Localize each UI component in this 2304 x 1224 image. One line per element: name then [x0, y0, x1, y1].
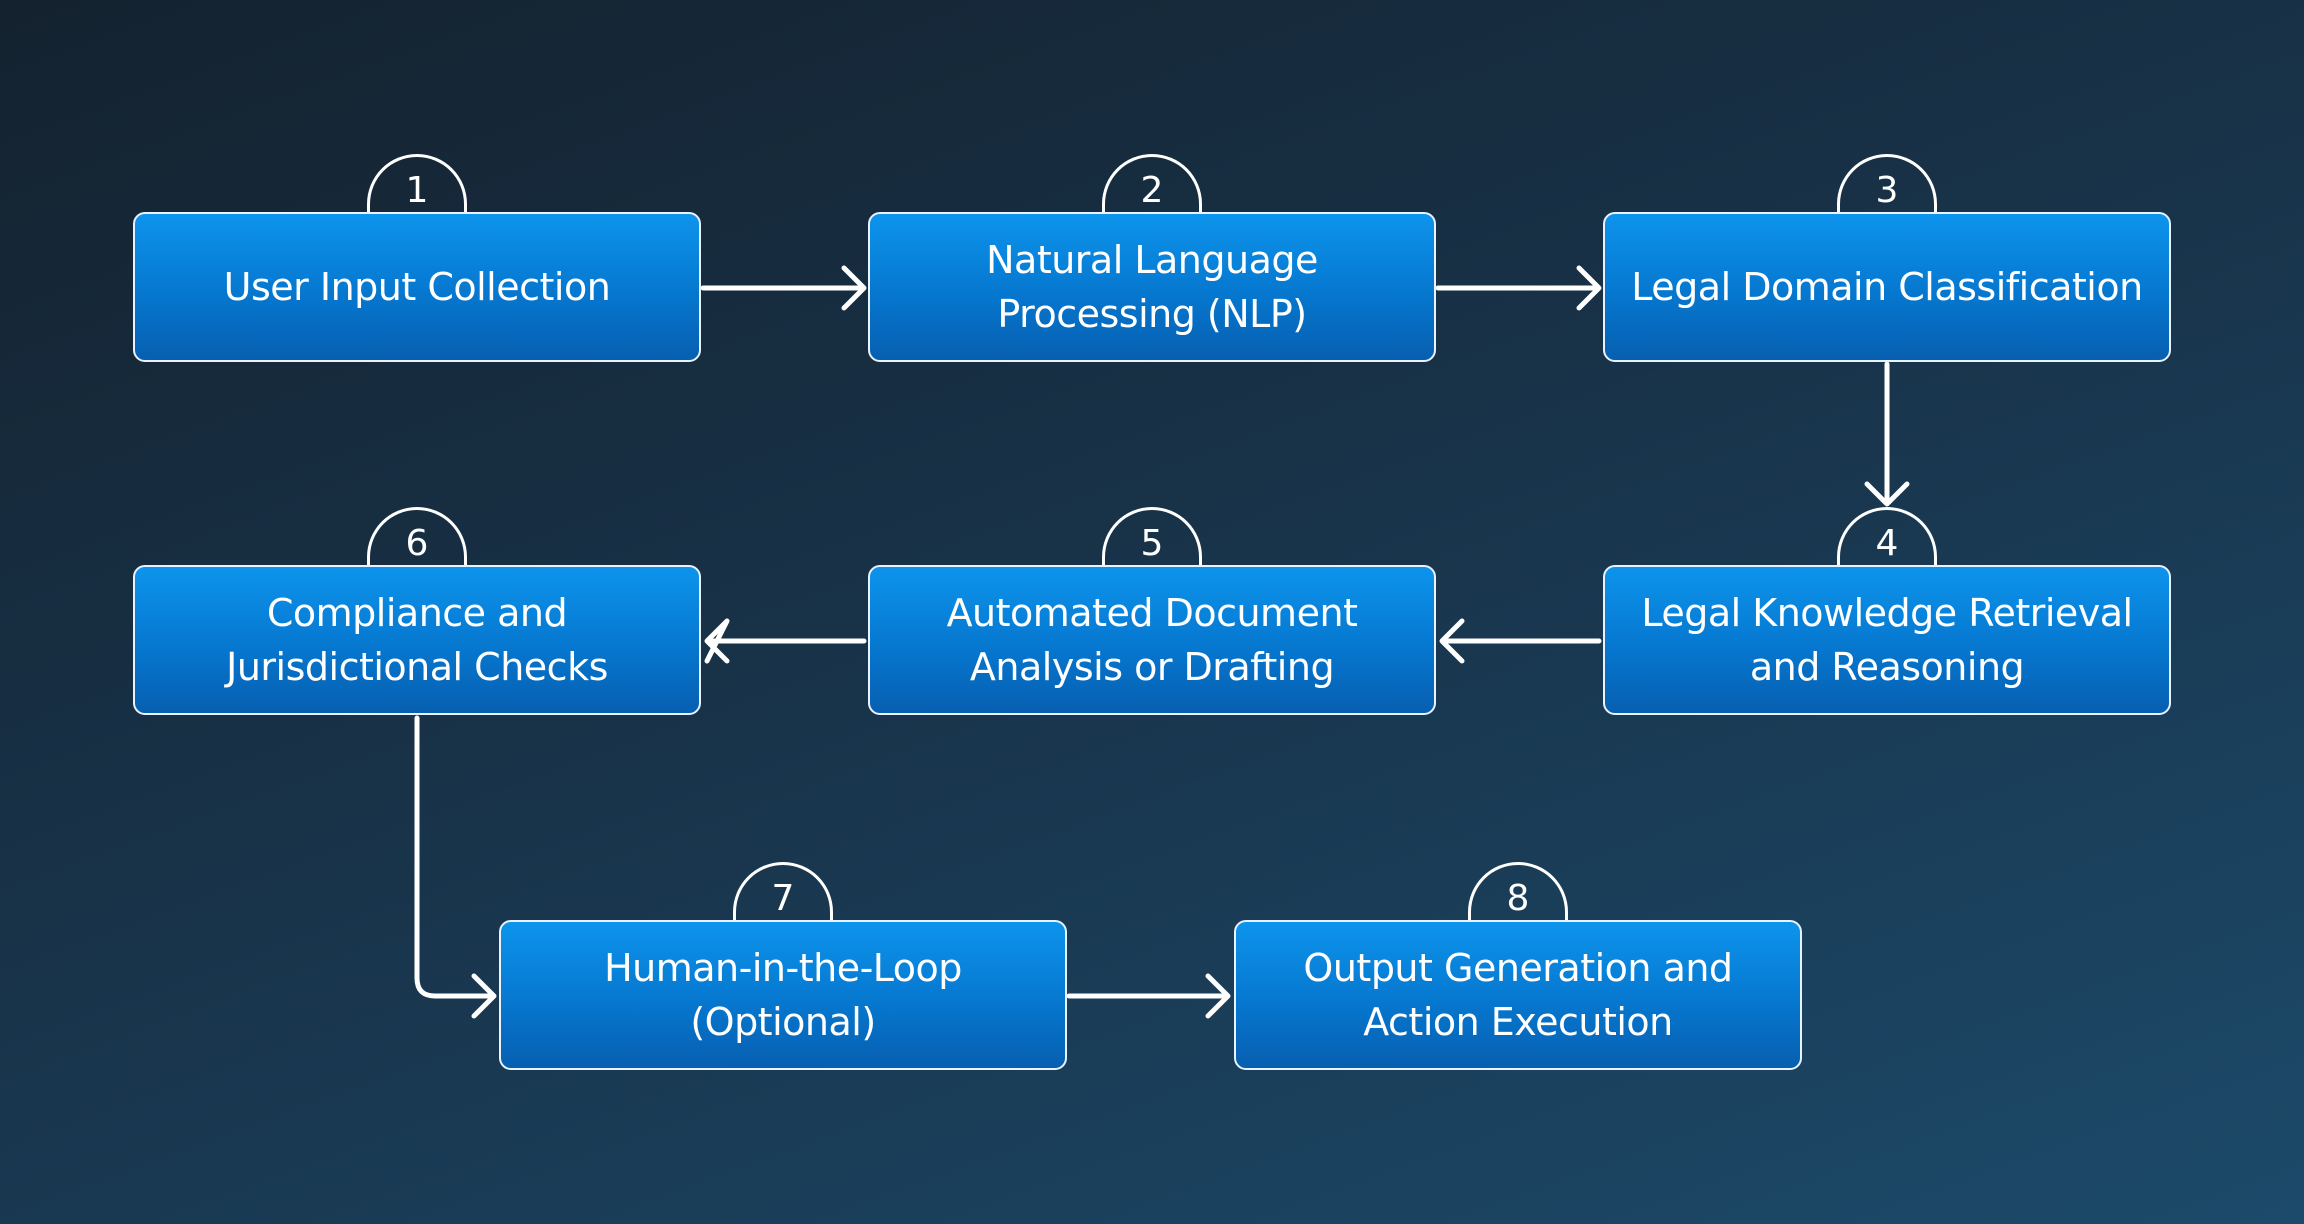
step-label: User Input Collection [223, 265, 611, 309]
step-automated-document-analysis: Automated Document Analysis or Drafting [868, 565, 1436, 715]
step-label: Automated Document Analysis or Drafting [946, 591, 1358, 689]
step-label: Legal Domain Classification [1631, 265, 2143, 309]
step-natural-language-processing: Natural Language Processing (NLP) [868, 212, 1436, 362]
step-compliance-checks: Compliance and Jurisdictional Checks [133, 565, 701, 715]
step-legal-knowledge-retrieval: Legal Knowledge Retrieval and Reasoning [1603, 565, 2171, 715]
connector-5-6 [704, 618, 867, 664]
step-user-input-collection: User Input Collection [133, 212, 701, 362]
step-label: Natural Language Processing (NLP) [986, 238, 1318, 336]
connector-2-3 [1435, 265, 1602, 311]
step-label: Legal Knowledge Retrieval and Reasoning [1641, 591, 2133, 689]
connector-6-7 [414, 715, 497, 1019]
connector-1-2 [700, 265, 867, 311]
step-legal-domain-classification: Legal Domain Classification [1603, 212, 2171, 362]
connector-7-8 [1066, 973, 1231, 1019]
step-human-in-the-loop: Human-in-the-Loop (Optional) [499, 920, 1067, 1070]
step-label: Human-in-the-Loop (Optional) [604, 946, 962, 1044]
connector-4-5 [1439, 618, 1602, 664]
connector-3-4 [1864, 361, 1910, 507]
step-label: Compliance and Jurisdictional Checks [226, 591, 608, 689]
step-output-generation: Output Generation and Action Execution [1234, 920, 1802, 1070]
step-label: Output Generation and Action Execution [1303, 946, 1733, 1044]
